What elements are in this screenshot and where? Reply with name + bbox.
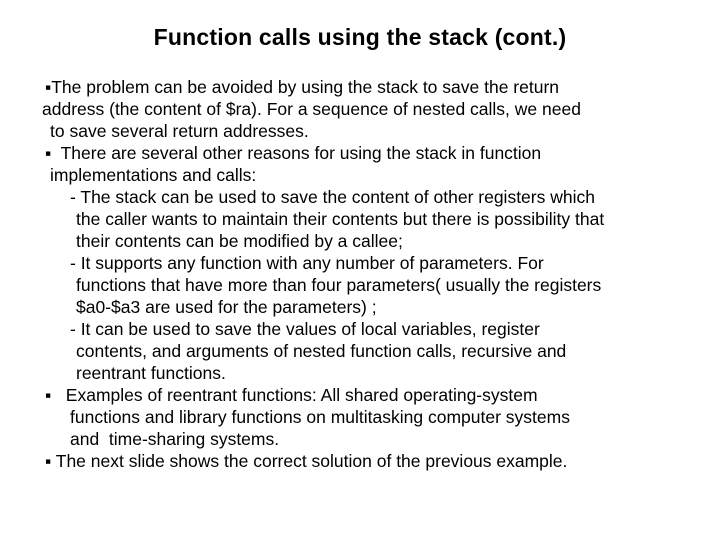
continuation-line: implementations and calls:	[50, 165, 257, 185]
continuation-line: and time-sharing systems.	[70, 429, 280, 449]
sub-bullet-line: - The stack can be used to save the cont…	[70, 187, 595, 207]
sub-bullet-line: - It can be used to save the values of l…	[70, 319, 540, 339]
bullet-line: ▪ The next slide shows the correct solut…	[45, 451, 568, 471]
continuation-line: functions and library functions on multi…	[70, 407, 570, 427]
slide-body: ▪The problem can be avoided by using the…	[0, 76, 720, 472]
bullet-line: ▪ Examples of reentrant functions: All s…	[45, 385, 538, 405]
continuation-line: address (the content of $ra). For a sequ…	[42, 99, 581, 119]
continuation-line: functions that have more than four param…	[76, 275, 602, 295]
bullet-line: ▪The problem can be avoided by using the…	[45, 77, 560, 97]
bullet-line: ▪ There are several other reasons for us…	[45, 143, 542, 163]
continuation-line: $a0-$a3 are used for the parameters) ;	[76, 297, 377, 317]
slide-title: Function calls using the stack (cont.)	[153, 24, 567, 50]
sub-bullet-line: - It supports any function with any numb…	[70, 253, 544, 273]
continuation-line: the caller wants to maintain their conte…	[76, 209, 605, 229]
continuation-line: to save several return addresses.	[50, 121, 309, 141]
continuation-line: contents, and arguments of nested functi…	[76, 341, 567, 361]
continuation-line: reentrant functions.	[76, 363, 226, 383]
continuation-line: their contents can be modified by a call…	[76, 231, 403, 251]
